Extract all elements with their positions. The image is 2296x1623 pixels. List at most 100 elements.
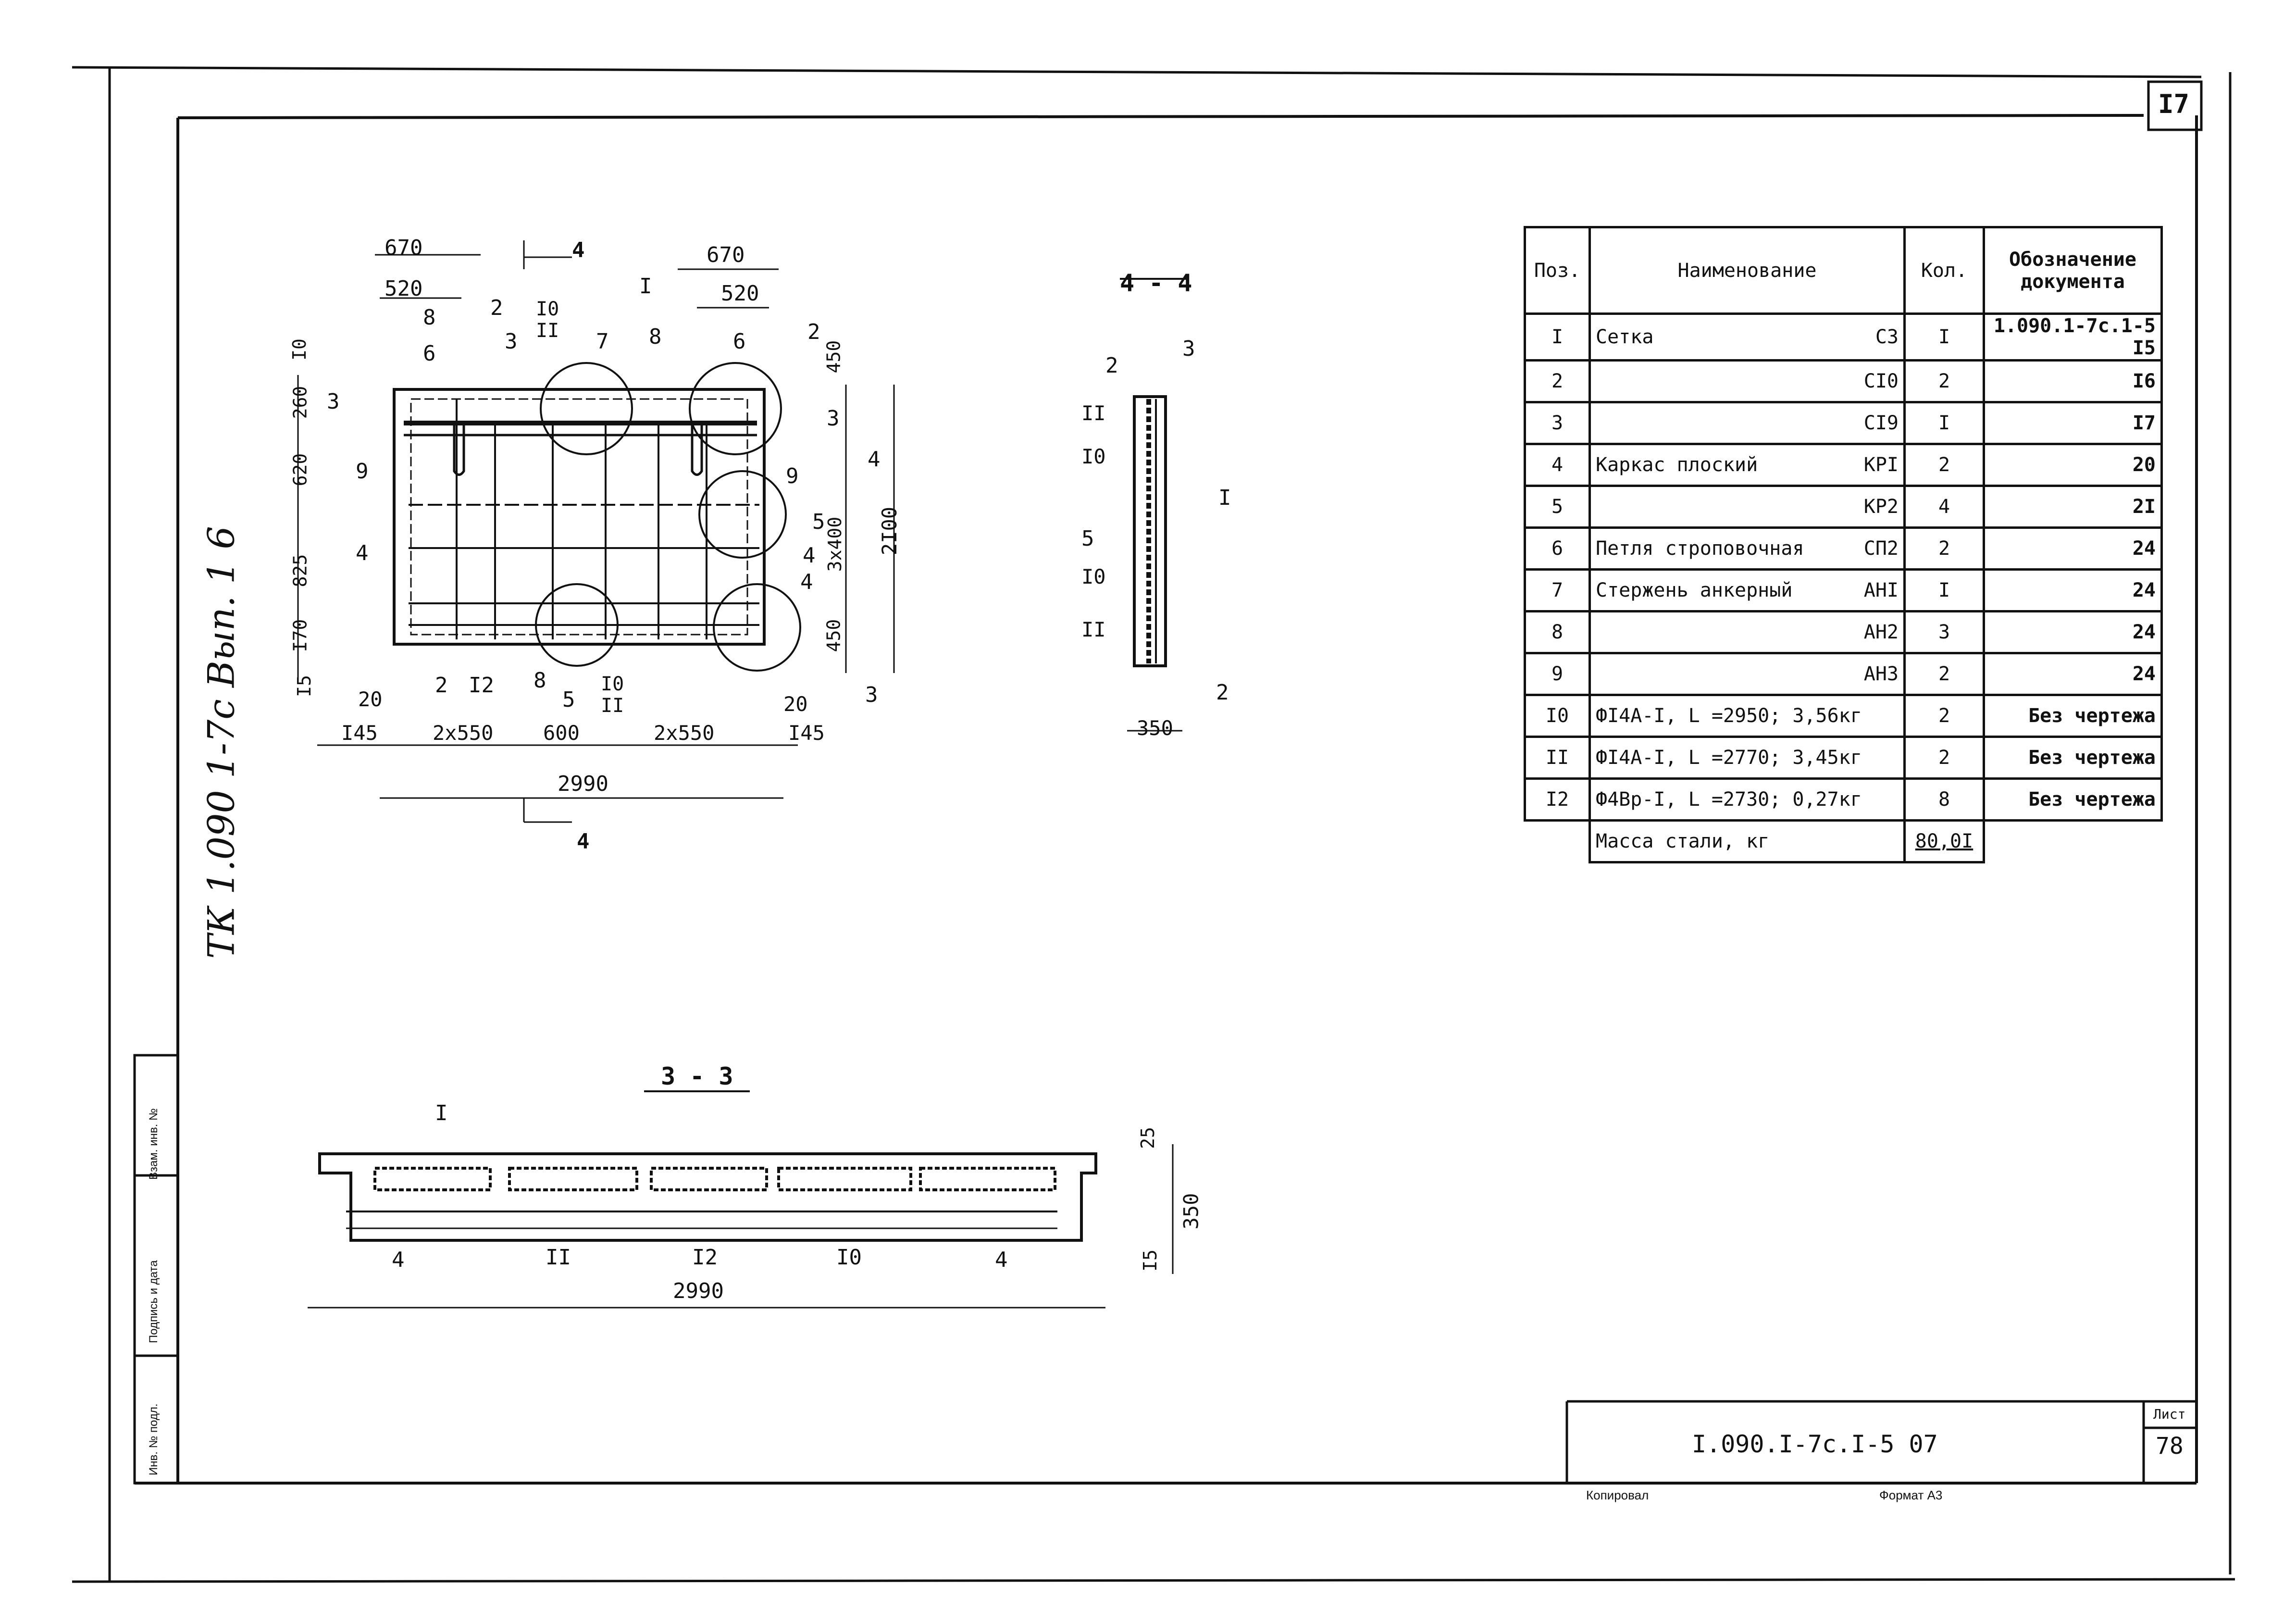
- s44-width-350: 350: [1137, 716, 1173, 740]
- section-mark-top: 4: [572, 238, 585, 262]
- cell-name: СI0: [1589, 359, 1906, 403]
- cell-doc: 24: [1983, 610, 2163, 654]
- cell-pos: I: [1524, 312, 1591, 362]
- cell-qty: I: [1903, 401, 1985, 445]
- cell-doc: Без чертежа: [1983, 736, 2163, 780]
- cell-pos: I2: [1524, 777, 1591, 822]
- dim-left-15: I5: [293, 675, 315, 697]
- section-33-title: 3 - 3: [661, 1062, 733, 1090]
- specification-table: Поз. Наименование Кол. Обозначение докум…: [1524, 226, 2163, 863]
- cell-mark: СI9: [1863, 412, 1899, 434]
- cell-doc: Без чертежа: [1983, 777, 2163, 822]
- cell-doc: 24: [1983, 568, 2163, 612]
- dim-670-right: 670: [707, 243, 745, 267]
- dim-right-2100: 2I00: [878, 506, 902, 556]
- corner-sheet-number: I7: [2158, 89, 2190, 119]
- callout-7: 7: [596, 329, 609, 354]
- cell-pos: 5: [1524, 485, 1591, 529]
- s44-callout-10: I0: [1081, 445, 1106, 468]
- dim-bottom-145-left: I45: [341, 721, 378, 745]
- s44-callout-10b: I0: [1081, 565, 1106, 588]
- cell-name-text: ФI4А-I, L =2770; 3,45кг: [1596, 747, 1862, 769]
- cell-mark: КРI: [1863, 454, 1899, 476]
- callout-8: 8: [423, 305, 436, 330]
- cell-mark: СI0: [1863, 370, 1899, 392]
- s44-callout-2: 2: [1105, 353, 1118, 378]
- cell-name-text: Ф4Вр-I, L =2730; 0,27кг: [1596, 788, 1862, 811]
- handwritten-margin-note: ТК 1.090 1-7с Вып. 1 6: [199, 526, 243, 959]
- s33-callout-12: I2: [692, 1245, 718, 1270]
- dim-left-170: I70: [289, 619, 311, 652]
- s33-callout-11: II: [546, 1245, 571, 1270]
- dim-right-450-bottom: 450: [823, 619, 844, 652]
- list-label: Лист: [2153, 1406, 2186, 1422]
- cell-name: СI9: [1589, 401, 1906, 445]
- dim-total-2990: 2990: [558, 772, 608, 796]
- callout-3d: 3: [327, 389, 340, 414]
- callout-4d: 4: [800, 570, 813, 594]
- cell-name-text: Сетка: [1596, 326, 1654, 348]
- cell-qty: 8: [1903, 777, 1985, 822]
- kopiroval-label: Копировал: [1586, 1488, 1649, 1502]
- callout-4: 4: [356, 541, 369, 565]
- dim-bottom-20-right: 20: [783, 692, 808, 716]
- s33-dim-350: 350: [1179, 1193, 1203, 1230]
- s33-callout-4: 4: [392, 1248, 405, 1272]
- cell-qty: 2: [1903, 694, 1985, 738]
- stamp-podpis-data: Подпись и дата: [147, 1260, 160, 1343]
- cell-mark: С3: [1875, 326, 1899, 348]
- s44-callout-1: I: [1218, 486, 1231, 510]
- dim-bottom-20-left: 20: [358, 687, 383, 711]
- dim-left-260: 260: [289, 386, 311, 419]
- cell-name: ФI4А-I, L =2770; 3,45кг: [1589, 736, 1906, 780]
- sheet-frame: [72, 66, 2235, 1583]
- callout-9: 9: [356, 459, 369, 484]
- callout-5: 5: [812, 510, 825, 534]
- cell-mark: КР2: [1863, 496, 1899, 518]
- callout-3: 3: [505, 329, 518, 354]
- s33-callout-1: I: [435, 1101, 448, 1125]
- cell-doc: 1.090.1-7с.1-5 I5: [1983, 312, 2163, 362]
- callout-2b: 2: [807, 320, 820, 344]
- callout-9b: 9: [786, 464, 799, 488]
- cell-mark: АН2: [1863, 621, 1899, 643]
- header-name: Наименование: [1589, 226, 1906, 315]
- cell-name: Ф4Вр-I, L =2730; 0,27кг: [1589, 777, 1906, 822]
- dim-bottom-2x550-left: 2х550: [433, 721, 494, 745]
- mass-empty-right: [1984, 821, 2162, 862]
- callout-10b: I0: [601, 673, 624, 695]
- cell-pos: II: [1524, 736, 1591, 780]
- dim-bottom-600: 600: [543, 721, 580, 745]
- callout-2c: 2: [435, 673, 448, 698]
- cell-name: ФI4А-I, L =2950; 3,56кг: [1589, 694, 1906, 738]
- stamp-vzam-inv: Взам. инв. №: [147, 1108, 160, 1180]
- cell-name: АН3: [1589, 652, 1906, 696]
- dim-left-10: I0: [288, 338, 310, 361]
- header-pos: Поз.: [1524, 226, 1591, 315]
- mass-row: Масса стали, кг 80,0I: [1525, 819, 2162, 863]
- callout-12: I2: [469, 673, 494, 698]
- dim-bottom-2x550-right: 2х550: [654, 721, 715, 745]
- s33-dim-15: I5: [1139, 1249, 1161, 1272]
- cell-pos: 2: [1524, 359, 1591, 403]
- cell-qty: 2: [1903, 652, 1985, 696]
- cell-name-text: ФI4А-I, L =2950; 3,56кг: [1596, 705, 1862, 727]
- cell-pos: 4: [1524, 443, 1591, 487]
- s33-callout-10: I0: [836, 1245, 862, 1270]
- dim-670-left: 670: [385, 236, 423, 260]
- cell-name-text: Петля строповочная: [1596, 537, 1804, 560]
- cell-mark: СП2: [1863, 537, 1899, 560]
- s44-callout-11b: II: [1081, 618, 1106, 641]
- cell-qty: 4: [1903, 485, 1985, 529]
- callout-11b: II: [601, 695, 624, 717]
- cell-qty: I: [1903, 312, 1985, 362]
